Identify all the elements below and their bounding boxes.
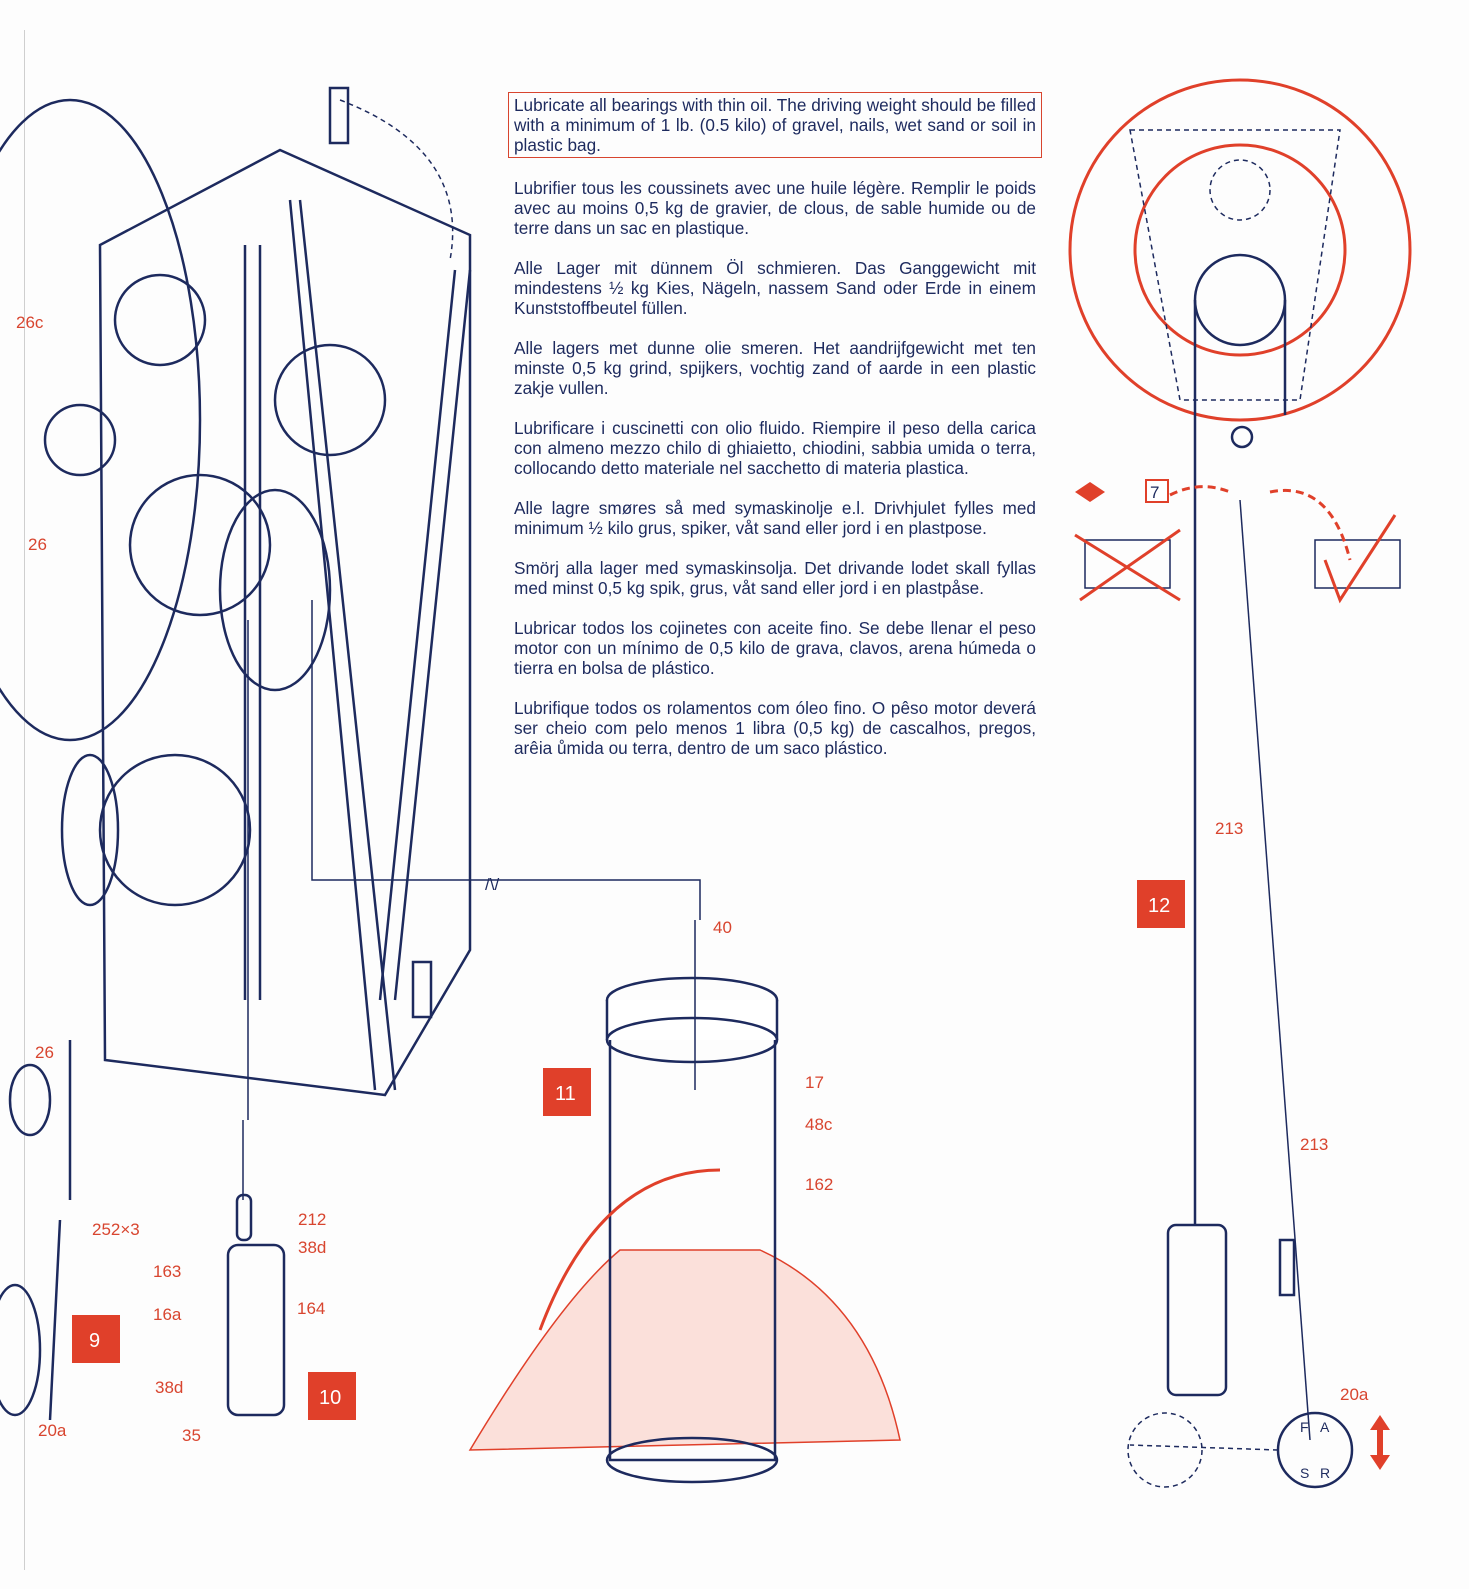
part-strip	[328, 86, 350, 145]
pulley-wheel	[218, 488, 332, 692]
svg-text:S: S	[1300, 1465, 1309, 1481]
svg-text:A: A	[1320, 1419, 1330, 1435]
label-26: 26	[28, 535, 47, 554]
wheel-outline	[1068, 78, 1412, 422]
svg-text:38d: 38d	[298, 1238, 326, 1257]
svg-text:162: 162	[805, 1175, 833, 1194]
svg-text:10: 10	[319, 1387, 341, 1409]
label-20a: 20a	[38, 1421, 67, 1440]
svg-text:16a: 16a	[153, 1305, 182, 1324]
svg-text:/\/: /\/	[485, 875, 499, 894]
cord	[1193, 300, 1287, 1225]
strip-left	[288, 199, 397, 1091]
driving-weight	[1166, 1223, 1228, 1397]
figure-number-badge	[72, 1315, 120, 1363]
pendulum-bob	[1276, 1411, 1354, 1489]
instruction-dutch: Alle lagers met dunne olie smeren. Het a…	[514, 338, 1036, 398]
svg-text:164: 164	[297, 1299, 325, 1318]
instruction-spanish: Lubricar todos los cojinetes con aceite …	[514, 618, 1036, 678]
wrong-tick-box	[1084, 539, 1171, 589]
label-26c: 26c	[16, 313, 44, 332]
instructions-column: Lubricate all bearings with thin oil. Th…	[508, 92, 1042, 778]
instruction-english: Lubricate all bearings with thin oil. Th…	[508, 92, 1042, 158]
strip-right	[378, 269, 472, 1001]
gear	[128, 473, 272, 617]
figure-number: 9	[89, 1330, 100, 1352]
pendulum-rod	[1239, 499, 1311, 1441]
svg-text:213: 213	[1215, 819, 1243, 838]
svg-text:F: F	[1300, 1419, 1309, 1435]
frame-plate	[98, 148, 472, 1097]
correct-tick-box	[1314, 539, 1401, 589]
svg-text:38d: 38d	[155, 1378, 183, 1397]
svg-text:48c: 48c	[805, 1115, 833, 1134]
svg-text:212: 212	[298, 1210, 326, 1229]
figure-10-weight: 212 38d 163 164 16a 38d 35 10	[153, 1120, 356, 1445]
sprocket	[98, 753, 252, 907]
figure-11-weight-filling: 40 17 48c 162 11	[468, 918, 901, 1484]
svg-text:R: R	[1320, 1465, 1330, 1481]
svg-text:20a: 20a	[1340, 1385, 1369, 1404]
insert-arrow	[538, 1168, 721, 1331]
instruction-italian: Lubrificare i cuscinetti con olio fluido…	[514, 418, 1036, 478]
instruction-german: Alle Lager mit dünnem Öl schmieren. Das …	[514, 258, 1036, 318]
pulley	[60, 753, 120, 907]
svg-text:7: 7	[1150, 483, 1159, 502]
large-wheel	[0, 98, 202, 742]
instruction-french: Lubrifier tous les coussinets avec une h…	[514, 178, 1036, 238]
instruction-portuguese: Lubrifique todos os rolamentos com óleo …	[514, 698, 1036, 758]
part-strip	[411, 960, 433, 1019]
weight-cylinder	[226, 1243, 286, 1417]
gear	[113, 273, 207, 367]
instruction-norwegian: Alle lagre smøres så med symaskinolje e.…	[514, 498, 1036, 538]
cross-icon	[1074, 528, 1181, 602]
instruction-swedish: Smörj alla lager med symaskinsolja. Det …	[514, 558, 1036, 598]
adjust-arrow-icon	[1370, 1415, 1390, 1470]
gear	[43, 403, 117, 477]
label-26: 26	[35, 1043, 54, 1062]
figure-9-clock-frame: /\/ 26c 26 26 252×3 20a 9	[0, 86, 701, 1440]
svg-text:12: 12	[1148, 895, 1170, 917]
svg-text:213: 213	[1300, 1135, 1328, 1154]
pulley	[1193, 253, 1287, 347]
figure-12-pendulum: F A S R 7 213 213 20a 12	[1068, 78, 1412, 1489]
gravel-pile	[468, 1249, 901, 1451]
svg-text:40: 40	[713, 918, 732, 937]
svg-text:11: 11	[555, 1083, 576, 1105]
page-fold	[24, 30, 25, 1570]
svg-text:17: 17	[805, 1073, 824, 1092]
checkmark-icon	[1323, 514, 1397, 604]
svg-text:35: 35	[182, 1426, 201, 1445]
svg-text:163: 163	[153, 1262, 181, 1281]
gear	[273, 343, 387, 457]
label-252x3: 252×3	[92, 1220, 140, 1239]
strip-middle	[243, 245, 262, 1000]
